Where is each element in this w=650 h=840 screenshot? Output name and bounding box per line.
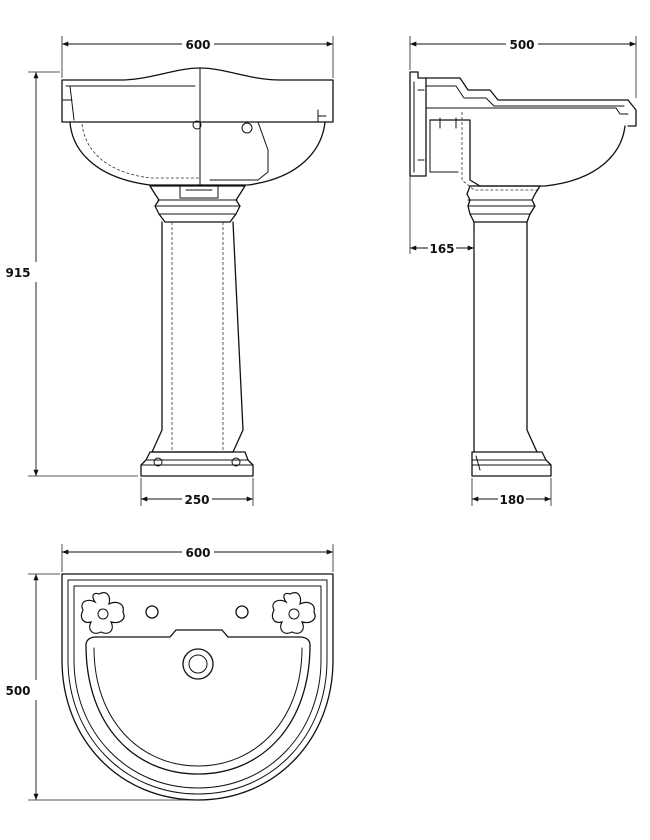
- dim-label-plan-depth: 500: [5, 684, 30, 698]
- dim-side-depth: 500: [409, 36, 637, 98]
- dim-label-side-depth: 500: [509, 38, 534, 52]
- dim-pedestal-projection: 165: [409, 176, 475, 256]
- plan-tap-hole-left: [145, 605, 159, 619]
- plan-tap-head-right: [271, 592, 316, 634]
- dim-label-front-width: 600: [185, 38, 210, 52]
- front-pedestal-plinth: [140, 451, 254, 477]
- front-elevation-view: [61, 67, 334, 477]
- plan-view: [61, 573, 334, 801]
- dim-front-width: 600: [61, 36, 334, 78]
- front-basin-bowl: [69, 121, 326, 186]
- dim-label-pedestal-base-depth: 180: [499, 493, 524, 507]
- plan-waste-outlet: [182, 648, 214, 680]
- dim-overall-height: 915: [5, 71, 138, 477]
- plan-basin-outline: [61, 573, 334, 801]
- side-pedestal-capital: [466, 185, 541, 223]
- front-pedestal-capital: [149, 185, 246, 223]
- dim-plan-depth: 500: [5, 573, 196, 801]
- dim-pedestal-base-width: 250: [140, 478, 254, 507]
- dim-label-overall-height: 915: [5, 266, 30, 280]
- plan-tap-hole-right: [235, 605, 249, 619]
- dim-label-pedestal-projection: 165: [429, 242, 454, 256]
- dim-label-plan-width: 600: [185, 546, 210, 560]
- plan-bowl-inner: [85, 629, 311, 775]
- side-pedestal-plinth: [471, 451, 552, 477]
- dim-plan-width: 600: [61, 544, 334, 572]
- side-elevation-view: [409, 71, 637, 477]
- side-basin-bowl: [429, 119, 626, 187]
- dim-pedestal-base-depth: 180: [471, 478, 552, 507]
- side-basin-rim: [425, 77, 637, 127]
- front-pedestal-column: [151, 221, 244, 453]
- side-pedestal-column: [473, 221, 538, 453]
- dim-label-pedestal-base-width: 250: [184, 493, 209, 507]
- front-basin-rim: [61, 67, 334, 123]
- plan-tap-head-left: [80, 592, 125, 634]
